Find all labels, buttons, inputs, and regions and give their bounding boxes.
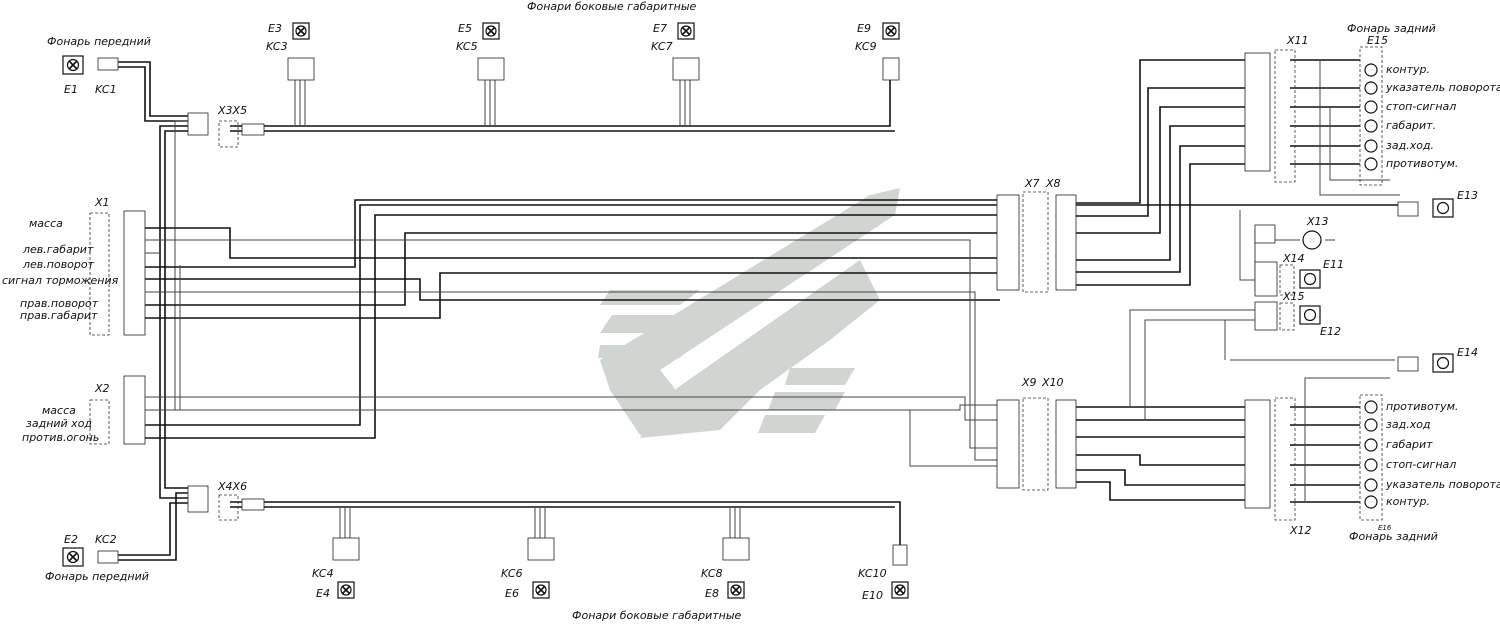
label-e6: E6 [505, 587, 519, 600]
title-front-top: Фонарь передний [47, 35, 151, 48]
title-rear-top: Фонарь задний [1347, 22, 1436, 35]
lamp-e9 [882, 22, 900, 81]
label-x3x5: X3X5 [217, 104, 247, 117]
label-x10: X10 [1041, 376, 1064, 389]
label-e10: E10 [862, 589, 883, 602]
label-e9: E9 [857, 22, 871, 35]
label-e5: E5 [458, 22, 472, 35]
lamp-e5 [477, 22, 505, 81]
label-kc4: KC4 [312, 567, 334, 580]
connector-x3x5 [187, 112, 265, 148]
lamp-e4 [332, 537, 360, 599]
connector-x7-x8 [996, 191, 1077, 293]
label-x14: X14 [1282, 252, 1305, 265]
wires [118, 59, 1400, 561]
label-kc7: KC7 [651, 40, 673, 53]
rear-top-fn-2: стоп-сигнал [1386, 100, 1456, 113]
rear-bottom-fn-0: противотум. [1386, 400, 1458, 413]
lamp-e14 [1397, 353, 1454, 373]
label-kc3: KC3 [266, 40, 288, 53]
label-e11: E11 [1323, 258, 1344, 271]
label-kc2: KC2 [95, 533, 117, 546]
label-e13: E13 [1457, 189, 1478, 202]
rear-bottom-fn-3: стоп-сигнал [1386, 458, 1456, 471]
rear-bottom-fn-1: зад.ход [1386, 418, 1431, 431]
label-e8: E8 [705, 587, 719, 600]
rear-top-fn-0: контур. [1386, 63, 1430, 76]
label-kc5: KC5 [456, 40, 478, 53]
connector-x11 [1244, 49, 1296, 183]
rear-top-fn-5: противотум. [1386, 157, 1458, 170]
x1-label-mass: масса [29, 217, 63, 230]
rear-lamp-bottom-elements [1364, 400, 1378, 509]
label-e12: E12 [1320, 325, 1341, 338]
x2-label-fog: против.огонь [22, 431, 99, 444]
label-e16: E16 [1378, 524, 1392, 532]
rear-bottom-fn-4: указатель поворота [1385, 478, 1500, 491]
lamp-e11 [1254, 261, 1321, 297]
lamp-e10 [891, 544, 909, 599]
rear-bottom-fn-5: контур. [1386, 495, 1430, 508]
connector-x1 [89, 210, 146, 336]
rear-top-fn-1: указатель поворота [1385, 81, 1500, 94]
label-e2: E2 [64, 533, 78, 546]
rear-lamp-top-e15 [1359, 46, 1383, 186]
label-kc10: KC10 [858, 567, 887, 580]
label-x13: X13 [1306, 215, 1329, 228]
x1-label-left-marker: лев.габарит [22, 243, 94, 256]
connector-x4x6 [187, 485, 265, 521]
label-e1: E1 [64, 83, 78, 96]
connector-x2 [89, 375, 146, 445]
label-e15: E15 [1367, 34, 1388, 47]
x1-label-brake-signal: сигнал торможения [2, 274, 119, 287]
label-x1: X1 [94, 196, 110, 209]
lamp-e7 [672, 22, 700, 81]
label-kc6: KC6 [501, 567, 523, 580]
label-e4: E4 [316, 587, 330, 600]
label-e14: E14 [1457, 346, 1478, 359]
x2-label-mass: масса [42, 404, 76, 417]
title-front-bottom: Фонарь передний [45, 570, 149, 583]
lamp-e2 [62, 547, 119, 567]
label-x11: X11 [1286, 34, 1309, 47]
lamp-e12 [1254, 301, 1321, 331]
label-e7: E7 [653, 22, 667, 35]
title-rear-bottom: Фонарь задний [1349, 530, 1438, 543]
rear-top-fn-3: габарит. [1386, 119, 1436, 132]
lamp-e3 [287, 22, 315, 81]
lamp-e6 [527, 537, 555, 599]
label-x4x6: X4X6 [217, 480, 247, 493]
x2-label-reverse: задний ход [26, 417, 92, 430]
connector-x12 [1244, 397, 1296, 521]
lamp-e8 [722, 537, 750, 599]
rear-lamp-bottom-e16 [1359, 394, 1383, 521]
x1-label-right-marker: прав.габарит [20, 309, 98, 322]
label-kc8: KC8 [701, 567, 723, 580]
title-side-bottom: Фонари боковые габаритные [572, 609, 742, 622]
label-kc9: KC9 [855, 40, 877, 53]
lamp-e1 [62, 55, 119, 75]
title-side-top: Фонари боковые габаритные [527, 0, 697, 13]
label-e3: E3 [268, 22, 282, 35]
x1-label-right-turn: прав.поворот [20, 297, 99, 310]
x1-label-left-turn: лев.поворот [22, 258, 95, 271]
rear-bottom-fn-2: габарит [1386, 438, 1433, 451]
rear-lamp-top-elements [1364, 63, 1378, 171]
label-x12: X12 [1289, 524, 1312, 537]
label-x2: X2 [94, 382, 110, 395]
lamp-e13 [1397, 198, 1454, 218]
label-x9: X9 [1021, 376, 1037, 389]
label-kc1: KC1 [95, 83, 117, 96]
relay-x13 [1254, 224, 1322, 250]
label-x15: X15 [1282, 290, 1305, 303]
rear-top-fn-4: зад.ход. [1386, 139, 1434, 152]
label-x8: X8 [1045, 177, 1061, 190]
watermark-logo [598, 188, 900, 438]
connector-x9-x10 [996, 397, 1077, 491]
label-x7: X7 [1024, 177, 1040, 190]
